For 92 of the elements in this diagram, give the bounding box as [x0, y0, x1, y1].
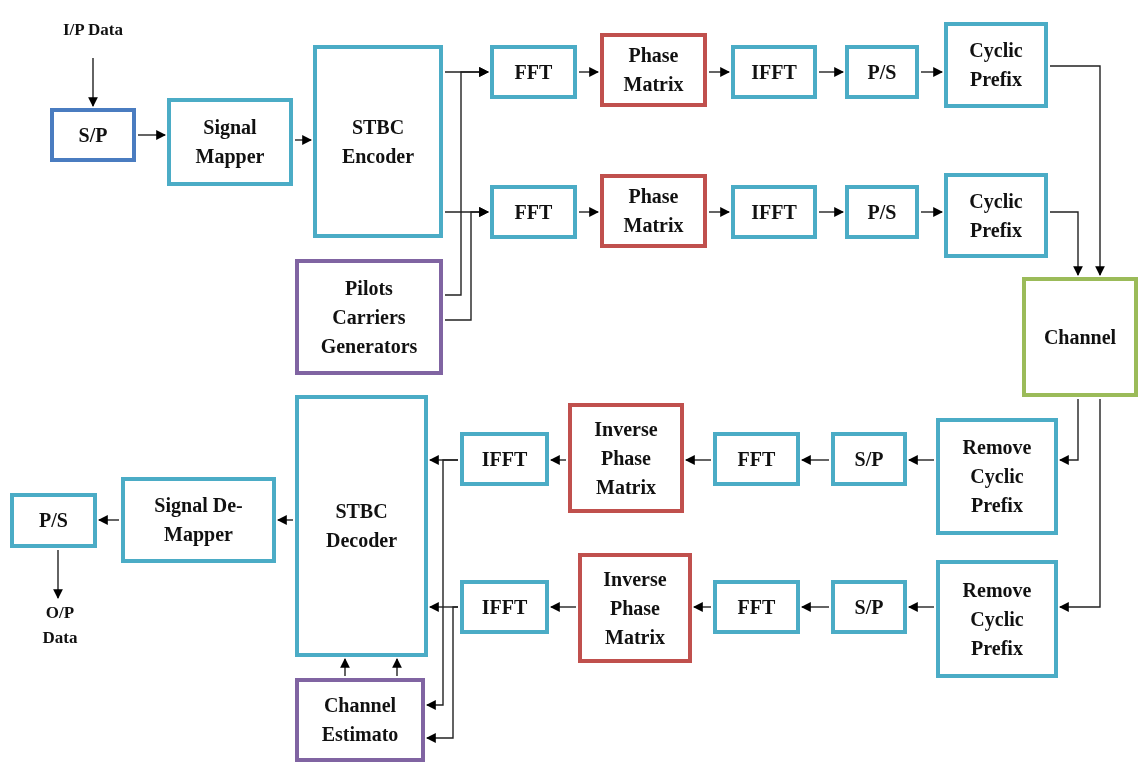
process-box [578, 553, 692, 663]
process-box [944, 22, 1048, 108]
process-box [295, 259, 443, 375]
arrow [53, 549, 63, 599]
process-box [944, 173, 1048, 258]
process-box [568, 403, 684, 513]
process-box [313, 45, 443, 238]
block-label: IFFT [751, 199, 797, 225]
block-label: Inverse Phase Matrix [602, 566, 668, 650]
block-label: Signal Mapper [194, 115, 266, 170]
block-label: Remove Cyclic Prefix [961, 435, 1033, 518]
process-box [295, 395, 428, 657]
arrow [550, 602, 577, 612]
process-box [167, 98, 293, 186]
process-box [845, 185, 919, 239]
block-label: S/P [854, 446, 884, 472]
process-box [490, 45, 577, 99]
process-box [1022, 277, 1138, 397]
arrow [98, 515, 120, 525]
block-label: Remove Cyclic Prefix [961, 577, 1033, 661]
process-box [121, 477, 276, 563]
block-label: P/S [867, 59, 897, 85]
arrow [908, 455, 935, 465]
arrow [1059, 398, 1101, 612]
arrow [550, 455, 567, 465]
arrow [426, 459, 459, 710]
block-label: Channel [1043, 324, 1117, 350]
arrow [818, 207, 844, 217]
arrow [444, 207, 489, 321]
process-box [936, 560, 1058, 678]
block-label: Phase Matrix [622, 43, 685, 97]
process-box [831, 580, 907, 634]
block-label: IFFT [481, 594, 528, 620]
arrow [1049, 211, 1083, 276]
arrow [920, 207, 943, 217]
process-box [600, 33, 707, 107]
process-box [10, 493, 97, 548]
process-box [600, 174, 707, 248]
arrow [1049, 65, 1105, 276]
block-label: FFT [737, 446, 776, 472]
arrow [137, 130, 166, 140]
block-label: P/S [867, 199, 897, 225]
block-label: S/P [854, 594, 884, 620]
arrow [693, 602, 712, 612]
block-label: FFT [737, 594, 776, 620]
block-label: STBC Decoder [324, 499, 399, 553]
block-label: Phase Matrix [622, 184, 685, 238]
block-label: Channel Estimato [320, 693, 400, 747]
io-label: O/P Data [41, 602, 79, 649]
arrow [578, 207, 599, 217]
process-box [936, 418, 1058, 535]
arrow [294, 135, 312, 145]
arrow [444, 67, 489, 296]
process-box [845, 45, 919, 99]
block-label: Inverse Phase Matrix [593, 416, 659, 500]
process-box [731, 45, 817, 99]
process-box [713, 432, 800, 486]
process-box [295, 678, 425, 762]
block-label: FFT [514, 199, 553, 225]
process-box [713, 580, 800, 634]
process-box [831, 432, 907, 486]
block-label: IFFT [751, 59, 797, 85]
block-label: STBC Encoder [340, 114, 416, 169]
block-label: Cyclic Prefix [968, 188, 1024, 243]
arrow [818, 67, 844, 77]
arrow [392, 658, 402, 677]
arrow [578, 67, 599, 77]
arrow [685, 455, 712, 465]
arrow [88, 57, 98, 107]
arrow [801, 602, 830, 612]
arrow [801, 455, 830, 465]
arrow [340, 658, 350, 677]
arrow [1059, 398, 1079, 465]
process-box [731, 185, 817, 239]
block-label: Pilots Carriers Generators [319, 275, 419, 359]
arrow [277, 515, 294, 525]
arrow [908, 602, 935, 612]
process-box [50, 108, 136, 162]
arrow [708, 207, 730, 217]
process-box [460, 580, 549, 634]
block-label: IFFT [481, 446, 528, 472]
block-label: S/P [78, 122, 108, 148]
io-label: I/P Data [63, 18, 123, 41]
block-label: P/S [39, 508, 68, 533]
process-box [490, 185, 577, 239]
arrow [920, 67, 943, 77]
process-box [460, 432, 549, 486]
block-label: Cyclic Prefix [968, 38, 1024, 92]
arrow [426, 606, 459, 743]
block-label: Signal De-Mapper [153, 493, 244, 548]
block-label: FFT [514, 59, 553, 85]
arrow [708, 67, 730, 77]
